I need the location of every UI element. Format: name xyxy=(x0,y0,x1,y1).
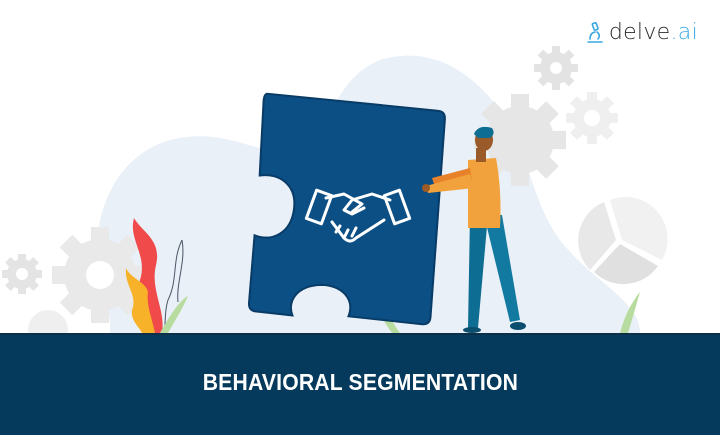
gear-icon xyxy=(566,92,618,144)
title-banner: BEHAVIORAL SEGMENTATION xyxy=(0,333,720,435)
plant-icon xyxy=(125,218,188,333)
brand-name: delve.ai xyxy=(608,20,698,45)
gear-icon xyxy=(28,310,68,333)
gear-icon xyxy=(2,254,42,294)
brand-logo[interactable]: delve.ai xyxy=(587,20,698,45)
illustration xyxy=(2,46,668,333)
microscope-icon xyxy=(587,21,603,43)
gear-icon xyxy=(52,227,148,323)
gear-icon xyxy=(534,46,578,90)
handshake-icon xyxy=(304,188,412,243)
pie-chart-icon xyxy=(578,196,668,285)
banner-title: BEHAVIORAL SEGMENTATION xyxy=(202,368,518,395)
person-figure xyxy=(422,126,526,333)
plant-icon xyxy=(620,292,640,333)
gear-icon xyxy=(474,94,566,186)
puzzle-piece xyxy=(247,92,446,326)
